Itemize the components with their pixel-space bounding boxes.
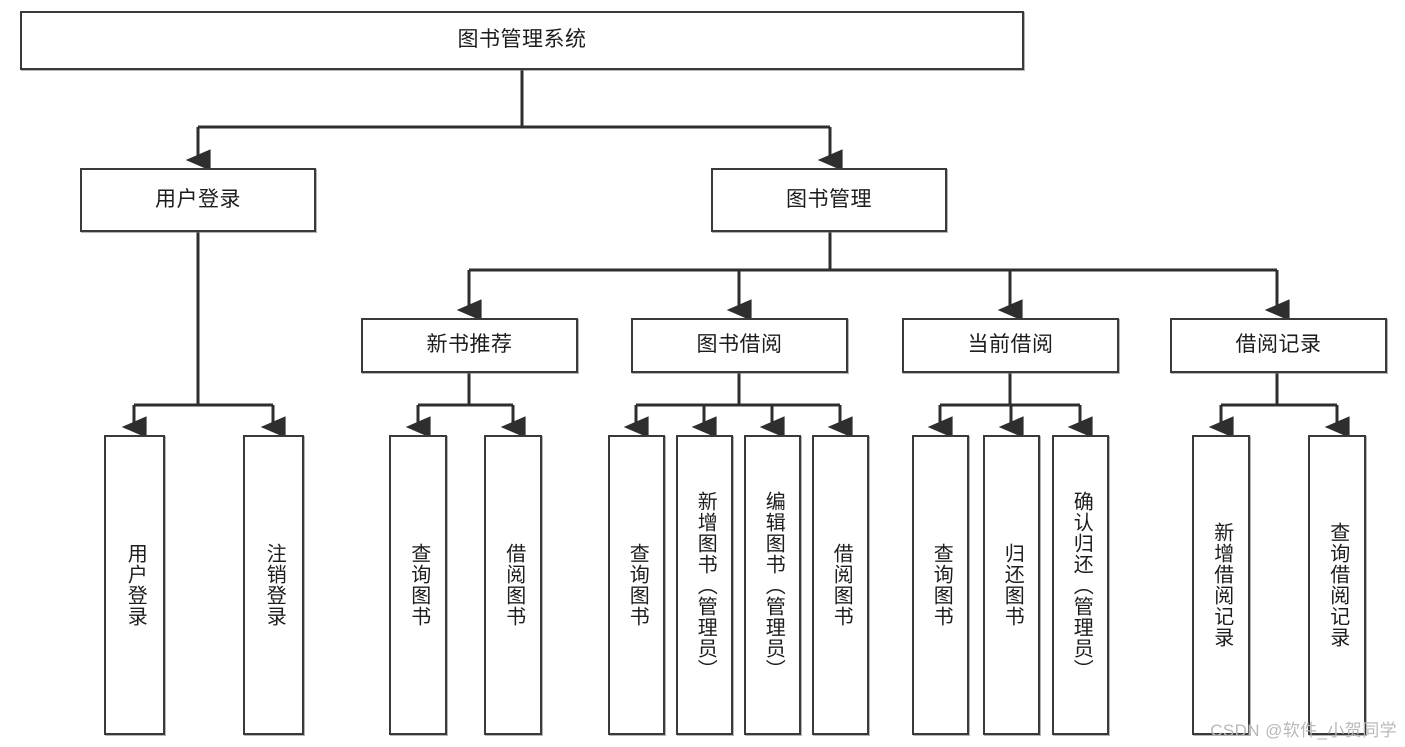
- node-borrow-record[interactable]: 借阅记录: [1170, 318, 1387, 373]
- node-current-borrow-label: 当前借阅: [967, 333, 1054, 357]
- node-leaf-return-book-label: 归还图书: [1001, 543, 1024, 627]
- node-user-login-label: 用户登录: [155, 187, 241, 211]
- node-new-book-recommend[interactable]: 新书推荐: [361, 318, 578, 373]
- node-leaf-user-logout-label: 注销登录: [263, 543, 286, 627]
- node-leaf-edit-book-label: 编辑图书（管理员）: [762, 490, 785, 680]
- node-leaf-query-record[interactable]: 查询借阅记录: [1308, 435, 1366, 735]
- node-leaf-confirm-return-label: 确认归还（管理员）: [1070, 490, 1093, 680]
- node-leaf-query-record-label: 查询借阅记录: [1326, 522, 1349, 648]
- node-root-label: 图书管理系统: [457, 28, 587, 52]
- node-user-login[interactable]: 用户登录: [80, 168, 316, 232]
- node-leaf-borrow-book-2[interactable]: 借阅图书: [812, 435, 869, 735]
- node-leaf-user-login-label: 用户登录: [124, 543, 147, 627]
- node-book-borrow[interactable]: 图书借阅: [631, 318, 848, 373]
- node-leaf-add-book[interactable]: 新增图书（管理员）: [676, 435, 733, 735]
- node-leaf-query-book-1-label: 查询图书: [407, 543, 430, 627]
- node-leaf-add-record-label: 新增借阅记录: [1210, 522, 1233, 648]
- node-leaf-borrow-book-1[interactable]: 借阅图书: [484, 435, 542, 735]
- node-leaf-borrow-book-2-label: 借阅图书: [830, 543, 853, 627]
- node-leaf-borrow-book-1-label: 借阅图书: [502, 543, 525, 627]
- node-leaf-query-book-3[interactable]: 查询图书: [912, 435, 969, 735]
- node-leaf-user-login[interactable]: 用户登录: [104, 435, 165, 735]
- node-new-book-recommend-label: 新书推荐: [426, 333, 513, 357]
- node-leaf-confirm-return[interactable]: 确认归还（管理员）: [1052, 435, 1109, 735]
- node-leaf-return-book[interactable]: 归还图书: [983, 435, 1040, 735]
- node-book-borrow-label: 图书借阅: [696, 333, 783, 357]
- node-root[interactable]: 图书管理系统: [20, 11, 1024, 70]
- node-leaf-add-record[interactable]: 新增借阅记录: [1192, 435, 1250, 735]
- watermark-text: CSDN @软件_小贺同学: [1210, 721, 1397, 740]
- node-leaf-user-logout[interactable]: 注销登录: [243, 435, 304, 735]
- node-leaf-query-book-2[interactable]: 查询图书: [608, 435, 665, 735]
- node-current-borrow[interactable]: 当前借阅: [902, 318, 1119, 373]
- node-book-manage-label: 图书管理: [786, 187, 872, 211]
- node-leaf-add-book-label: 新增图书（管理员）: [694, 490, 717, 680]
- node-leaf-query-book-3-label: 查询图书: [930, 543, 953, 627]
- node-leaf-query-book-1[interactable]: 查询图书: [389, 435, 447, 735]
- node-leaf-query-book-2-label: 查询图书: [626, 543, 649, 627]
- node-borrow-record-label: 借阅记录: [1235, 333, 1322, 357]
- node-leaf-edit-book[interactable]: 编辑图书（管理员）: [744, 435, 801, 735]
- node-book-manage[interactable]: 图书管理: [711, 168, 947, 232]
